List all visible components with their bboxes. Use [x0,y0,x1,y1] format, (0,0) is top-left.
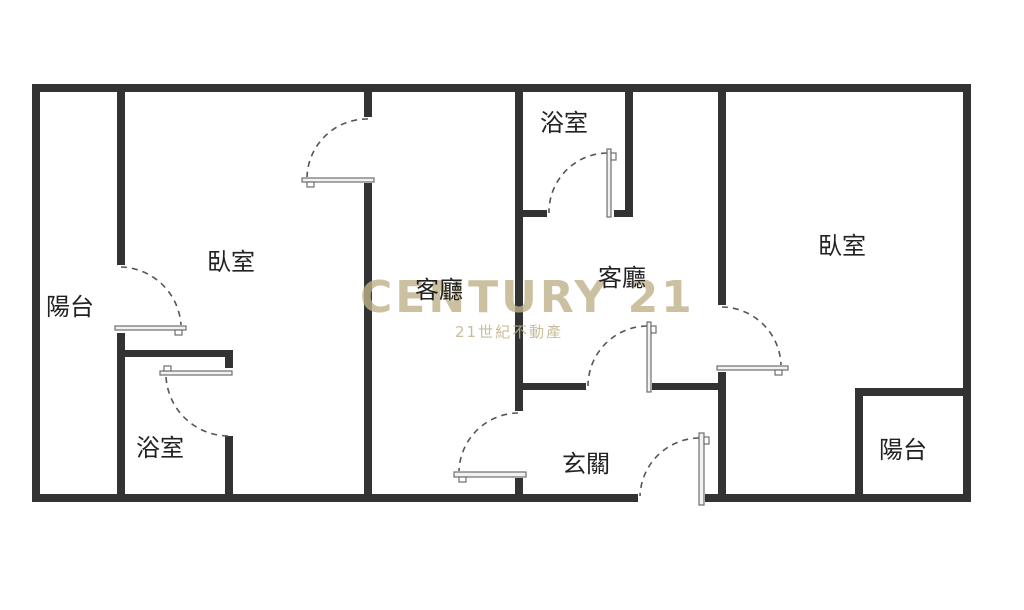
wall-bathroom-west-top [117,350,233,357]
wall-bathroom-center-stub-right [614,210,633,217]
door-living-west [453,412,527,483]
wall-entrance-left [515,383,586,390]
door-living-center [587,321,657,393]
room-label-bathroom-center: 浴室 [540,109,588,137]
room-label-living-room-west: 客廳 [415,276,463,304]
door-bedroom-west [301,118,375,188]
wall-east-bedroom-upper [718,84,726,305]
room-label-bedroom-west: 臥室 [207,248,255,276]
wall-bathroom-west-right [225,436,233,502]
wall-balcony-bedroom-upper [117,84,125,265]
wall-east-bedroom-lower [718,372,726,502]
outer-wall-left [32,84,40,502]
door-bedroom-east [716,306,789,376]
wall-balcony-east-left [855,388,863,502]
door-balcony-west [114,266,187,336]
door-bathroom-center [548,148,617,218]
room-label-balcony-west: 陽台 [46,293,94,321]
watermark-brand: CENTURY 21 [360,272,695,323]
room-label-balcony-east: 陽台 [879,436,927,464]
walls [32,84,971,502]
wall-balcony-east-top [855,388,971,396]
watermark-subtitle: 21世紀不動產 [455,323,564,341]
wall-entrance-right [652,383,726,390]
outer-wall-right [963,84,971,502]
room-label-bathroom-west: 浴室 [136,434,184,462]
room-label-living-room-center: 客廳 [598,264,646,292]
outer-wall-bottom-west [32,494,638,502]
wall-bedroom-living-upper [364,84,372,117]
wall-bathroom-center-stub-left [515,210,547,217]
room-label-bedroom-east: 臥室 [818,232,866,260]
wall-bedroom-living-lower [364,183,372,502]
wall-bathroom-center-right [625,84,633,217]
doors [114,118,789,506]
wall-bathroom-west-stub [225,350,233,368]
door-main-entrance [639,432,710,506]
outer-wall-bottom-east [705,494,971,502]
wall-central-upper [515,84,523,411]
wall-central-lower [515,478,523,502]
room-label-entrance: 玄關 [562,450,610,478]
wall-balcony-bedroom-lower [117,333,125,502]
outer-wall-top [32,84,971,92]
door-bathroom-west [159,365,233,437]
